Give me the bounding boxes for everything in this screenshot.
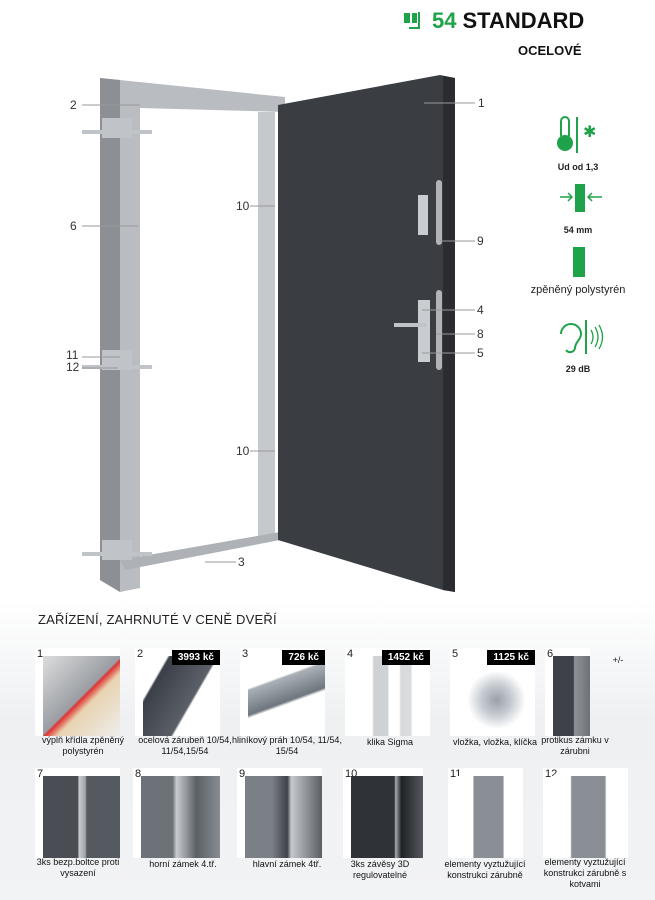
callout-2: 2 <box>70 98 77 112</box>
item-image <box>351 776 423 858</box>
equipment-card-7: 7 <box>35 768 120 858</box>
callout-11: 11 <box>66 348 79 362</box>
tolerance-label: +/- <box>612 655 624 665</box>
item-number: 4 <box>347 648 354 660</box>
equipment-card-8: 8 <box>133 768 220 858</box>
item-caption: protikus zámku v zárubni <box>541 735 609 756</box>
equipment-card-10: 10 <box>343 768 423 858</box>
item-image <box>553 656 590 736</box>
item-caption: výplň křídla zpěněný polystyrén <box>41 735 125 756</box>
spec-thickness: 54 mm <box>563 225 593 235</box>
item-image <box>43 656 120 736</box>
item-caption: 3ks bezp.boltce proti vysazení <box>36 857 120 878</box>
item-number: 8 <box>135 768 142 780</box>
item-image <box>353 656 430 736</box>
item-number: 9 <box>239 768 246 780</box>
item-number: 11 <box>450 768 462 780</box>
brand-number: 54 <box>432 8 457 33</box>
item-caption: hliníkový práh 10/54, 11/54, 15/54 <box>232 735 342 756</box>
threshold <box>120 532 280 570</box>
item-number: 3 <box>242 648 249 660</box>
price-badge: 3993 kč <box>171 650 220 665</box>
item-image <box>43 776 120 858</box>
equipment-card-5: 5 1125 kč <box>450 648 535 736</box>
spec-thermal: Ud od 1,3 <box>557 162 599 172</box>
svg-text:✱: ✱ <box>583 124 596 141</box>
equipment-card-11: 11 <box>448 768 523 858</box>
equipment-card-4: 4 1452 kč <box>345 648 430 736</box>
item-number: 6 <box>547 648 554 660</box>
item-caption: ocelová zárubeň 10/54, 11/54,15/54 <box>138 735 232 756</box>
section-title: ZAŘÍZENÍ, ZAHRNUTÉ V CENĚ DVEŘÍ <box>38 612 277 627</box>
equipment-card-6: 6 <box>545 648 590 736</box>
spec-filling: zpěněný polystyrén <box>530 284 626 296</box>
thickness-icon <box>560 184 602 212</box>
item-number: 7 <box>37 768 44 780</box>
item-image <box>143 656 220 736</box>
item-image <box>248 656 325 736</box>
price-badge: 726 kč <box>282 650 325 665</box>
item-caption: vložka, vložka, klíčka <box>452 737 538 747</box>
ear-icon <box>560 320 604 354</box>
equipment-card-9: 9 <box>237 768 322 858</box>
price-badge: 1452 kč <box>381 650 430 665</box>
callout-10-bottom: 10 <box>236 444 250 458</box>
callout-3: 3 <box>238 555 245 569</box>
logo-icon <box>404 12 420 29</box>
equipment-card-1: 1 <box>35 648 120 736</box>
item-image <box>456 776 523 858</box>
price-badge: 1125 kč <box>487 650 535 665</box>
callout-6: 6 <box>70 219 77 233</box>
item-number: 2 <box>137 648 144 660</box>
callout-8: 8 <box>477 327 484 341</box>
callout-9: 9 <box>477 234 484 248</box>
item-caption: elementy vyztužující konstrukci zárubně … <box>543 857 627 889</box>
door-leaf <box>278 75 455 592</box>
equipment-card-2: 2 3993 kč <box>135 648 220 736</box>
foam-icon <box>573 247 585 277</box>
item-image <box>551 776 628 858</box>
spec-acoustic: 29 dB <box>565 364 591 374</box>
item-caption: horní zámek 4.tř. <box>149 859 217 869</box>
subtitle: OCELOVÉ <box>518 43 582 58</box>
item-caption: elementy vyztužující konstrukci zárubně <box>444 859 526 880</box>
brand-logo: 54 STANDARD <box>404 8 584 34</box>
equipment-card-3: 3 726 kč <box>240 648 325 736</box>
door-frame <box>100 78 285 592</box>
item-image <box>245 776 322 858</box>
door-illustration <box>82 75 475 592</box>
callout-1: 1 <box>478 96 485 110</box>
callout-10-top: 10 <box>236 199 250 213</box>
item-caption: hlavní zámek 4tř. <box>252 859 322 869</box>
item-image <box>458 656 535 736</box>
callout-5: 5 <box>477 346 484 360</box>
item-image <box>141 776 220 858</box>
callout-4: 4 <box>477 303 484 317</box>
brand-name: STANDARD <box>462 8 585 33</box>
item-caption: klika Sigma <box>366 737 413 747</box>
callout-12: 12 <box>66 360 80 374</box>
item-number: 5 <box>452 648 459 660</box>
item-caption: 3ks závěsy 3D regulovatelné <box>350 859 410 880</box>
item-number: 1 <box>37 648 44 660</box>
thermometer-icon: ✱ <box>557 116 596 153</box>
equipment-card-12: 12 <box>543 768 628 858</box>
